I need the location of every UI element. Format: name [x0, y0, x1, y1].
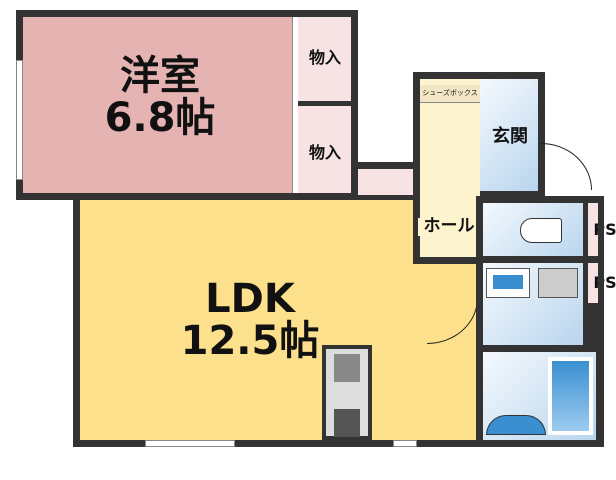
ldk [80, 200, 478, 440]
toilet-icon [520, 218, 562, 243]
closet-door-strip [292, 17, 298, 193]
kitchen-counter [322, 345, 372, 440]
window-west [16, 60, 23, 180]
window-south [145, 440, 235, 447]
closet-1 [298, 17, 351, 101]
basin-icon [486, 415, 546, 435]
closet-2-label: 物入 [308, 143, 341, 162]
closet-2 [298, 106, 351, 193]
sink-icon [334, 354, 360, 382]
shoebox [420, 85, 480, 103]
entrance-label: 玄関 [492, 126, 528, 147]
washbasin-icon [486, 268, 530, 298]
western-room [23, 17, 295, 193]
washing-machine-icon [538, 268, 578, 298]
closet-divider [295, 101, 355, 106]
ps-wall [598, 196, 604, 356]
ps-2 [588, 263, 598, 303]
stove-icon [334, 409, 360, 437]
entrance-door-swing[interactable] [541, 143, 592, 190]
entry-door-south[interactable] [393, 440, 417, 447]
shoebox-label: シューズボックス [422, 89, 478, 97]
bathtub-icon [548, 357, 593, 435]
closet-1-label: 物入 [308, 48, 341, 67]
hall-label: ホール [418, 217, 480, 236]
entrance [480, 79, 538, 191]
ps-1 [588, 203, 598, 256]
corridor [358, 169, 414, 197]
